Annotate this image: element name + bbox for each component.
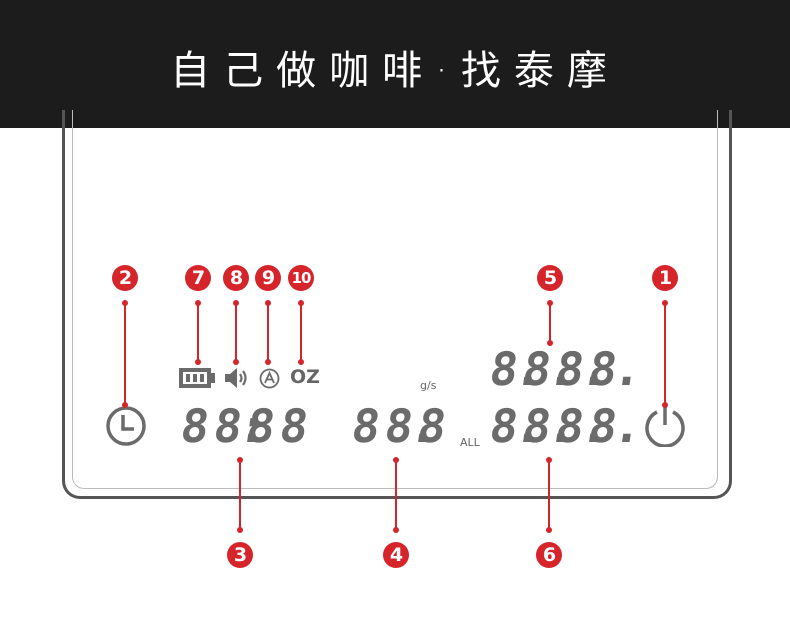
- weight-top-display: 8.8.8.8.: [486, 342, 646, 396]
- callout-badge-6: 6: [536, 542, 562, 568]
- callout-dot: [662, 402, 668, 408]
- total-label: ALL: [460, 436, 480, 449]
- page-title: 自己做咖啡·找泰摩: [170, 48, 620, 94]
- callout-badge-10: 10: [288, 265, 314, 291]
- callout-line: [664, 303, 666, 405]
- flow-unit-label: g/s: [420, 379, 437, 392]
- callout-dot: [393, 527, 399, 533]
- callout-line: [395, 460, 397, 530]
- callout-badge-8: 8: [223, 265, 249, 291]
- callout-line: [549, 303, 551, 343]
- callout-badge-3: 3: [227, 542, 253, 568]
- callout-badge-9: 9: [255, 265, 281, 291]
- callout-line: [548, 460, 550, 530]
- callout-dot: [298, 359, 304, 365]
- callout-dot: [237, 527, 243, 533]
- callout-badge-5: 5: [537, 265, 563, 291]
- callout-line: [197, 303, 199, 362]
- power-icon: [645, 406, 685, 447]
- oz-unit-label: OZ: [290, 366, 320, 388]
- callout-dot: [265, 359, 271, 365]
- callout-dot: [195, 359, 201, 365]
- callout-dot: [233, 359, 239, 365]
- clock-icon: [106, 406, 146, 446]
- timer-display: 88:88: [177, 399, 312, 453]
- speaker-icon: [225, 368, 247, 388]
- callout-line: [267, 303, 269, 362]
- callout-badge-7: 7: [185, 265, 211, 291]
- callout-line: [239, 460, 241, 530]
- callout-dot: [546, 527, 552, 533]
- battery-icon: [179, 368, 215, 388]
- weight-bottom-display: 8.8.8.8.: [486, 399, 646, 453]
- callout-badge-1: 1: [652, 265, 678, 291]
- callout-line: [235, 303, 237, 362]
- flow-rate-display: 88.8: [348, 399, 450, 453]
- callout-badge-2: 2: [112, 265, 138, 291]
- callout-dot: [122, 402, 128, 408]
- auto-icon: [259, 368, 280, 389]
- header-banner: 自己做咖啡·找泰摩: [0, 0, 790, 128]
- callout-badge-4: 4: [383, 542, 409, 568]
- callout-dot: [547, 340, 553, 346]
- scale-frame: [62, 110, 732, 499]
- callout-line: [300, 303, 302, 362]
- callout-line: [124, 303, 126, 405]
